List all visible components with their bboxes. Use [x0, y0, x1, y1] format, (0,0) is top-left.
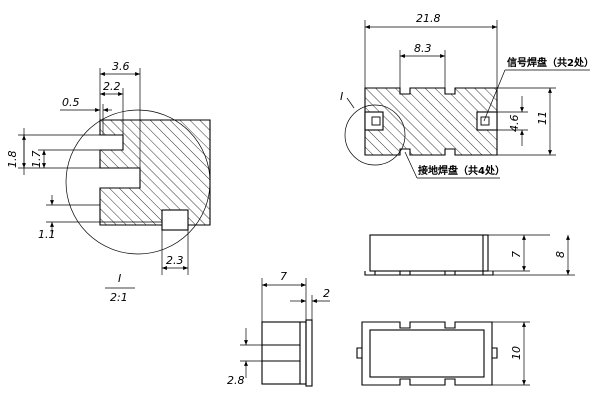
front-view-body — [369, 234, 489, 272]
detail-view: 3.6 2.2 0.5 1.8 1.7 1.1 2.3 I 2:1 — [6, 60, 211, 304]
dim-2-side: 2 — [323, 287, 330, 300]
dim-2-3: 2.3 — [166, 254, 184, 267]
dim-0-5: 0.5 — [62, 96, 80, 109]
dim-7-front: 7 — [510, 251, 523, 258]
bottom-view: 10 — [356, 321, 530, 386]
dim-10-bottom: 10 — [510, 346, 523, 360]
detail-pad-cut — [161, 209, 189, 231]
detail-hatched-body — [99, 119, 211, 226]
signal-pad-right-inner — [480, 116, 490, 126]
dim-2-8-side: 2.8 — [227, 374, 245, 387]
dim-8-front: 8 — [554, 251, 567, 258]
dim-3-6: 3.6 — [112, 60, 130, 73]
detail-marker-circle — [344, 104, 406, 166]
dim-1-1: 1.1 — [38, 228, 56, 241]
signal-pad-left-inner — [371, 116, 381, 126]
side-view: 7 2 2.8 — [227, 270, 330, 387]
dim-8-3: 8.3 — [414, 42, 432, 55]
dim-1-7: 1.7 — [30, 151, 43, 169]
top-view: I 21.8 8.3 11 4.6 信号焊盘（共2处） 接地焊盘（共4处） — [340, 12, 594, 179]
detail-scale: 2:1 — [110, 291, 128, 304]
detail-marker-label: I — [340, 90, 343, 103]
bottom-view-outer — [361, 321, 493, 386]
side-view-flange — [305, 319, 313, 387]
dim-21-8: 21.8 — [416, 12, 441, 25]
bottom-view-inner — [369, 329, 485, 378]
dim-1-8: 1.8 — [6, 151, 19, 169]
signal-pad-label: 信号焊盘（共2处） — [507, 56, 594, 69]
dim-11: 11 — [536, 111, 549, 125]
dim-4-6: 4.6 — [508, 115, 521, 133]
side-view-body — [261, 321, 307, 385]
front-view: 7 8 — [364, 234, 575, 276]
ground-pad-label: 接地焊盘（共4处） — [418, 164, 505, 177]
dim-2-2: 2.2 — [103, 80, 121, 93]
detail-label: I — [118, 272, 121, 285]
dim-7-side: 7 — [280, 270, 287, 283]
